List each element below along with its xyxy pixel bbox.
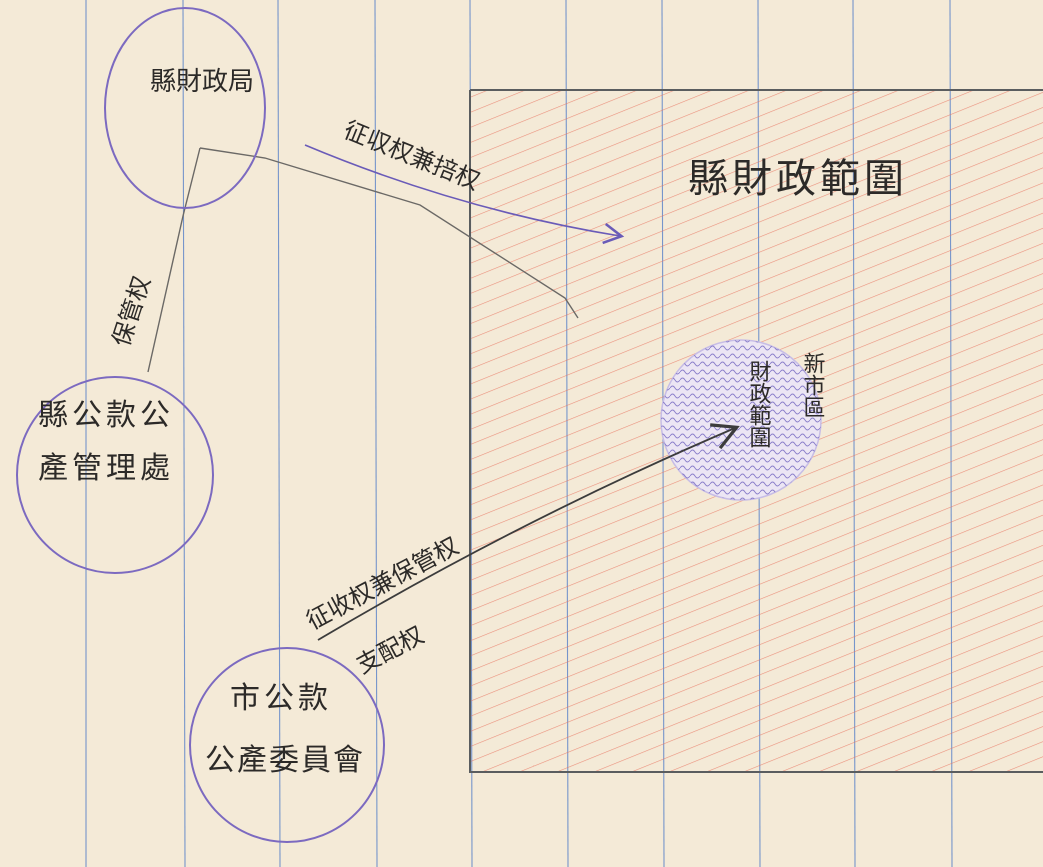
city-committee-node: 市公款 公產委員會 (189, 647, 385, 843)
property-office-line1: 縣公款公 (38, 398, 174, 433)
finance-bureau-circle (104, 7, 266, 209)
inner-circle-label-line2: 財政範圍 (746, 360, 772, 448)
property-office-circle (16, 376, 214, 574)
inner-circle-label-line1: 新市區 (800, 352, 826, 418)
finance-bureau-node: 縣財政局 (104, 7, 266, 209)
property-office-line2: 產管理處 (38, 451, 174, 486)
tax-custody-arrow (317, 423, 740, 641)
finance-bureau-label: 縣財政局 (150, 67, 254, 97)
pencil-connectors (147, 147, 579, 373)
property-office-node: 縣公款公 產管理處 (16, 376, 214, 574)
region-border (469, 89, 1043, 773)
tax-rights-arrow (304, 144, 625, 245)
city-committee-circle (189, 647, 385, 843)
city-committee-line2: 公產委員會 (205, 743, 365, 778)
city-committee-line1: 市公款 (230, 681, 332, 716)
region-connector (199, 147, 579, 319)
region-title: 縣財政範圍 (688, 156, 908, 202)
new-city-finance-circle: 新市區 財政範圍 (660, 339, 826, 501)
custody-connector (147, 147, 201, 373)
inner-circle-shading (661, 340, 821, 500)
